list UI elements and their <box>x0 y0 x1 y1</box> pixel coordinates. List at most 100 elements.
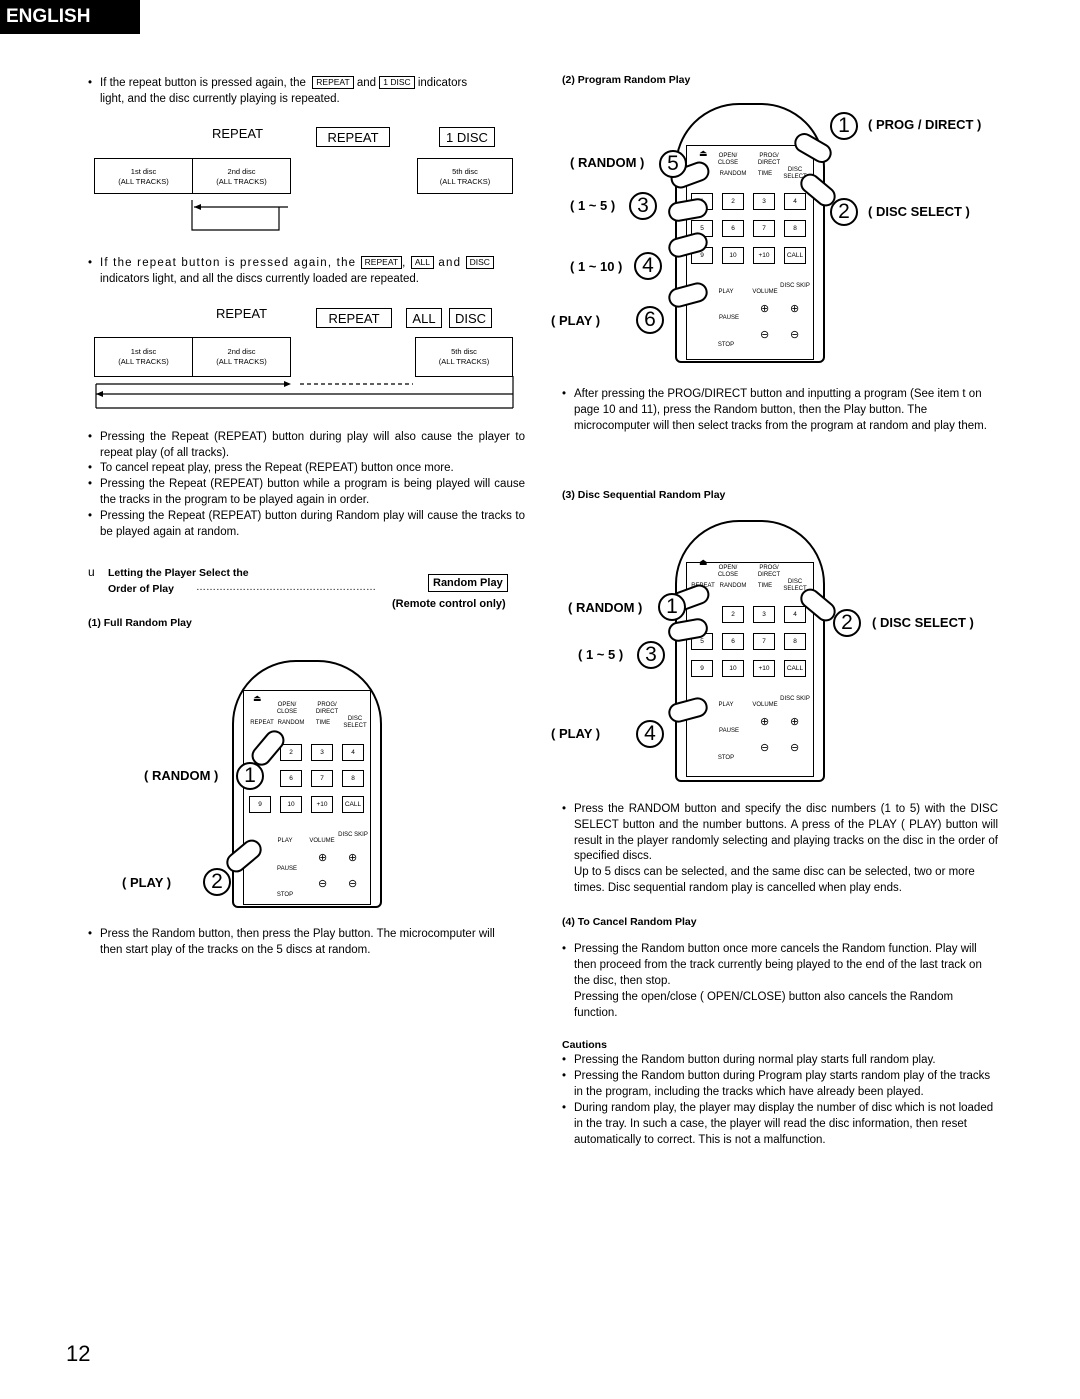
repeat-indicator: REPEAT <box>312 76 354 89</box>
repeat-all-loop-arrow <box>95 376 514 409</box>
plus-icon: ⊕ <box>790 716 800 728</box>
all-indicator: ALL <box>410 256 434 269</box>
minus-icon: ⊖ <box>790 742 800 754</box>
callout-1-10: ( 1 ~ 10 ) <box>570 259 623 274</box>
section-title-line2: Order of Play <box>108 583 174 595</box>
step-number-1: 1 <box>236 762 264 790</box>
disc-cell-1st: 1st disc(ALL TRACKS) <box>94 337 193 377</box>
disc-cell-2nd: 2nd disc(ALL TRACKS) <box>192 337 291 377</box>
open-close-label: OPEN/ CLOSE <box>717 153 739 166</box>
disc-select-label: DISC SELECT <box>343 716 367 729</box>
key-3: 3 <box>753 193 775 210</box>
callout-play: ( PLAY ) <box>551 313 601 328</box>
remote-button-panel <box>686 562 814 777</box>
step-number-1: 1 <box>830 112 858 140</box>
text: , <box>402 257 407 269</box>
eject-icon: ⏏ <box>699 148 708 158</box>
key-4: 4 <box>342 744 364 761</box>
repeat-display-box: REPEAT <box>316 308 392 328</box>
play-label: PLAY <box>718 289 734 295</box>
pause-label: PAUSE <box>719 728 739 734</box>
text: light, and the disc currently playing is… <box>100 92 340 105</box>
step-number-3: 3 <box>629 192 657 220</box>
open-close-label: OPEN/ CLOSE <box>717 565 739 578</box>
pause-label: PAUSE <box>719 315 739 321</box>
step-number-4: 4 <box>634 252 662 280</box>
step-number-2: 2 <box>203 868 231 896</box>
disc-cell-5th: 5th disc(ALL TRACKS) <box>417 158 513 194</box>
play-label: PLAY <box>277 838 293 844</box>
disc-skip-label: DISC SKIP <box>338 832 368 838</box>
cautions-heading: Cautions <box>562 1039 607 1051</box>
step-number-6: 6 <box>636 306 664 334</box>
key-7: 7 <box>753 633 775 650</box>
minus-icon: ⊖ <box>348 878 358 890</box>
key-8: 8 <box>784 220 806 237</box>
play-label: PLAY <box>718 702 734 708</box>
subheading-cancel-random: (4) To Cancel Random Play <box>562 916 697 928</box>
time-label: TIME <box>315 720 331 726</box>
key-plus10: +10 <box>311 796 333 813</box>
volume-label: VOLUME <box>309 838 335 844</box>
key-call: CALL <box>784 247 806 264</box>
random-label: RANDOM <box>277 720 305 726</box>
disc-select-label: DISC SELECT <box>783 167 807 180</box>
text: indicators light, and all the discs curr… <box>100 272 419 285</box>
key-10: 10 <box>722 660 744 677</box>
stop-label: STOP <box>717 755 735 761</box>
step-number-4: 4 <box>636 720 664 748</box>
repeat-indicator: REPEAT <box>360 256 403 269</box>
page-number: 12 <box>66 1341 91 1366</box>
key-9: 9 <box>691 660 713 677</box>
text: and <box>356 77 377 89</box>
key-plus10: +10 <box>753 660 775 677</box>
repeat-label: REPEAT <box>216 306 268 321</box>
step-number-2: 2 <box>830 198 858 226</box>
repeat-label: REPEAT <box>250 720 274 726</box>
plus-icon: ⊕ <box>790 303 800 315</box>
key-3: 3 <box>753 606 775 623</box>
callout-prog-direct: ( PROG / DIRECT ) <box>868 117 982 132</box>
repeat-loop-arrow <box>191 200 288 231</box>
leader-dots: ……………………………………………… <box>196 582 376 593</box>
disc-cell-1st: 1st disc(ALL TRACKS) <box>94 158 193 194</box>
all-display-box: ALL <box>406 308 442 328</box>
key-2: 2 <box>280 744 302 761</box>
random-label: RANDOM <box>719 171 747 177</box>
eject-icon: ⏏ <box>253 693 262 703</box>
text: If the repeat button is pressed again, t… <box>100 257 357 269</box>
callout-disc-select: ( DISC SELECT ) <box>872 615 974 630</box>
stop-label: STOP <box>717 342 735 348</box>
remote-button-panel <box>243 690 371 905</box>
disc-select-label: DISC SELECT <box>783 579 807 592</box>
one-disc-display-box: 1 DISC <box>439 127 495 147</box>
key-10: 10 <box>722 247 744 264</box>
disc-skip-label: DISC SKIP <box>780 283 810 289</box>
key-8: 8 <box>784 633 806 650</box>
disc-skip-label: DISC SKIP <box>780 696 810 702</box>
key-10: 10 <box>280 796 302 813</box>
callout-play: ( PLAY ) <box>551 726 601 741</box>
plus-icon: ⊕ <box>760 303 770 315</box>
key-call: CALL <box>342 796 364 813</box>
random-label: RANDOM <box>719 583 747 589</box>
step-number-1: 1 <box>658 593 686 621</box>
minus-icon: ⊖ <box>760 742 770 754</box>
remote-control-diagram <box>675 520 825 782</box>
language-tab: ENGLISH <box>0 0 140 34</box>
step-number-5: 5 <box>659 150 687 178</box>
plus-icon: ⊕ <box>318 852 328 864</box>
minus-icon: ⊖ <box>790 329 800 341</box>
disc-cell-2nd: 2nd disc(ALL TRACKS) <box>192 158 291 194</box>
key-6: 6 <box>722 220 744 237</box>
time-label: TIME <box>757 171 773 177</box>
key-9: 9 <box>249 796 271 813</box>
prog-direct-label: PROG/ DIRECT <box>757 153 781 166</box>
key-3: 3 <box>311 744 333 761</box>
plus-icon: ⊕ <box>760 716 770 728</box>
minus-icon: ⊖ <box>318 878 328 890</box>
key-call: CALL <box>784 660 806 677</box>
key-2: 2 <box>722 193 744 210</box>
callout-disc-select: ( DISC SELECT ) <box>868 204 970 219</box>
key-2: 2 <box>722 606 744 623</box>
